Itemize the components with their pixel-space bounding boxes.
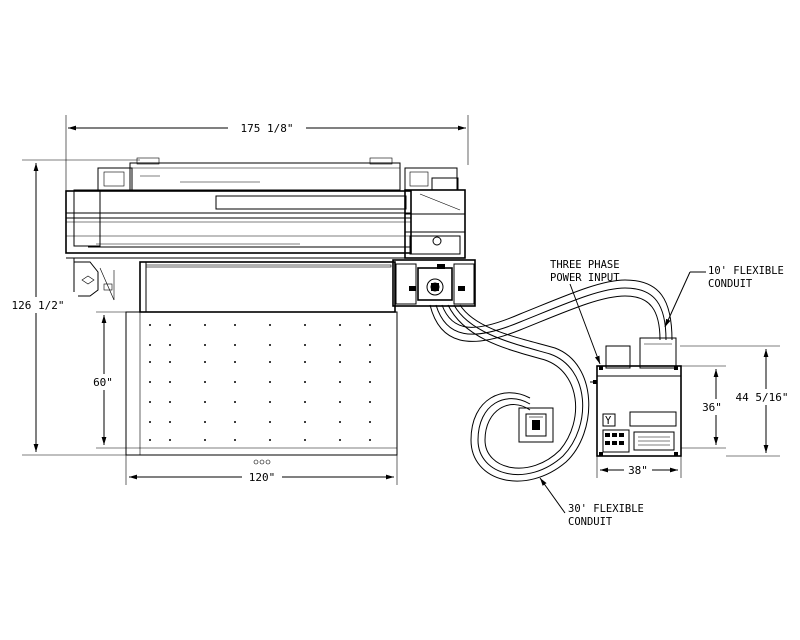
conduit-10ft-callout: 10' FLEXIBLE CONDUIT <box>664 265 784 328</box>
table-hole-grid <box>149 324 371 441</box>
table-depth-dimension: 60" <box>90 311 126 449</box>
svg-text:Y: Y <box>605 415 612 427</box>
power-input-callout: THREE PHASE POWER INPUT <box>550 259 620 365</box>
control-cabinet: Y <box>590 337 682 457</box>
cabinet-height-dimension: 36" <box>681 365 726 449</box>
overall-width-dimension: 175 1/8" <box>65 115 469 218</box>
overall-depth-label: 126 1/2" <box>12 299 65 312</box>
overall-width-label: 175 1/8" <box>241 122 294 135</box>
floor-junction-box <box>518 407 554 443</box>
table-width-dimension: 120" <box>125 455 398 485</box>
conduit-30ft-callout: 30' FLEXIBLE CONDUIT <box>539 477 644 528</box>
table-depth-label: 60" <box>93 376 113 389</box>
power-input-label-line2: POWER INPUT <box>550 272 620 284</box>
conduit-30ft-label-line2: CONDUIT <box>568 516 613 528</box>
conduit-30ft <box>447 304 590 482</box>
conduit-30ft-label-line1: 30' FLEXIBLE <box>568 503 644 515</box>
right-head-assembly <box>392 167 476 307</box>
conduit-10ft-label-line2: CONDUIT <box>708 278 753 290</box>
cabinet-width-dimension: 38" <box>596 456 682 478</box>
power-input-label-line1: THREE PHASE <box>550 259 620 271</box>
cabinet-overall-height-label: 44 5/16" <box>736 391 789 404</box>
vacuum-table <box>125 311 398 456</box>
cabinet-height-label: 36" <box>702 401 722 414</box>
machine-gantry <box>65 157 412 313</box>
table-width-label: 120" <box>249 471 276 484</box>
conduit-10ft <box>429 279 673 342</box>
conduit-10ft-label-line1: 10' FLEXIBLE <box>708 265 784 277</box>
cabinet-overall-height-dimension: 44 5/16" <box>680 345 795 457</box>
cabinet-width-label: 38" <box>628 464 648 477</box>
overall-depth-dimension: 126 1/2" <box>2 159 140 456</box>
